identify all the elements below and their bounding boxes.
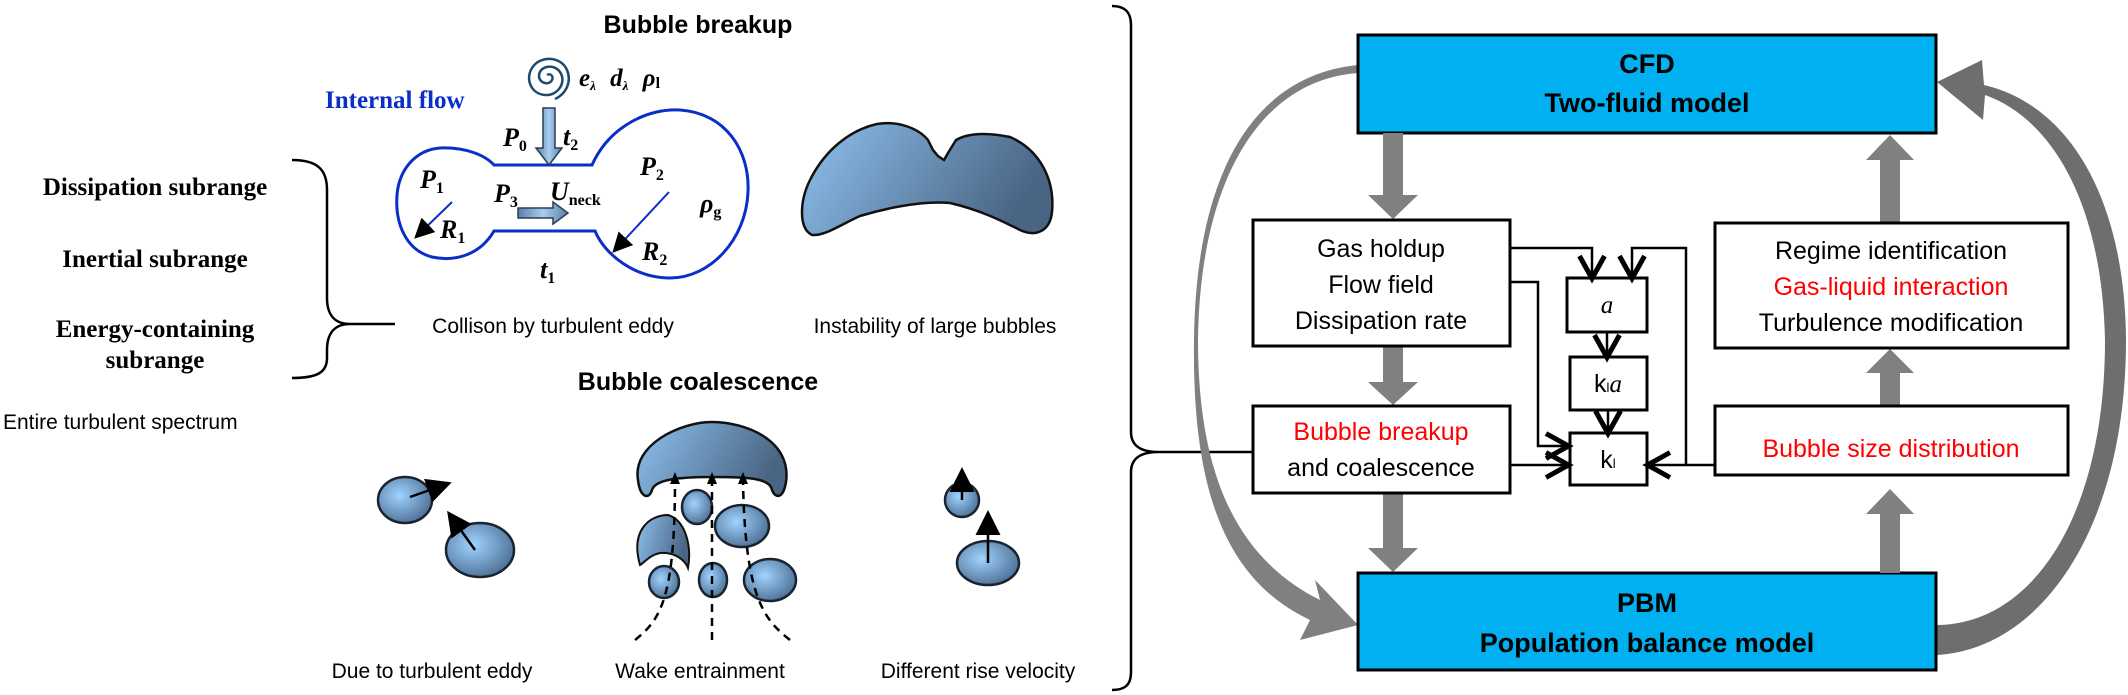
svg-text:R1: R1	[439, 215, 465, 247]
neck-labels: P0 t2 P1 P3 Uneck P2 ρg R1 R2 t1	[419, 122, 721, 287]
svg-text:t2: t2	[563, 122, 578, 154]
eddy-arrow-1	[409, 478, 452, 503]
breakup-caption-instability: Instability of large bubbles	[814, 315, 1057, 338]
subrange-inertial: Inertial subrange	[62, 246, 247, 273]
connector-lines	[1510, 246, 1715, 465]
arrow-breakup-to-pbm	[1368, 493, 1418, 572]
kla-label: kla	[1594, 370, 1622, 398]
wake-bubble-3	[647, 564, 681, 600]
svg-text:P1: P1	[419, 165, 444, 197]
closure-turbulence: Turbulence modification	[1759, 309, 2024, 337]
wake-cap-bubble-small	[636, 513, 691, 572]
pbm-box	[1356, 571, 1938, 672]
arrow-pbm-to-bsd	[1866, 489, 1914, 573]
subrange-brace	[291, 158, 395, 380]
svg-text:P2: P2	[639, 152, 664, 184]
eddy-impact-arrow	[534, 107, 564, 167]
arrow-cfd-to-outputs	[1368, 133, 1418, 219]
output-gas-holdup: Gas holdup	[1317, 235, 1445, 263]
subrange-energy-2: subrange	[106, 347, 205, 374]
wake-bubble-5	[742, 557, 798, 603]
svg-text:ρg: ρg	[699, 189, 721, 221]
eddy-spiral-icon	[527, 57, 571, 101]
radius-r2-arrow	[612, 191, 670, 253]
svg-text:P0: P0	[502, 123, 527, 155]
svg-text:Uneck: Uneck	[550, 177, 601, 209]
coalescence-title: Bubble coalescence	[578, 368, 818, 396]
wake-streamlines	[634, 479, 791, 641]
large-unstable-bubble	[800, 121, 1054, 237]
breakup-caption-collision: Collison by turbulent eddy	[432, 315, 674, 338]
turbulence-symbols: eλ dλ ρl	[579, 65, 661, 96]
wake-bubble-1	[680, 488, 714, 526]
eddy-bubble-2	[444, 521, 516, 579]
radius-r1-arrow	[414, 201, 453, 239]
cfd-box	[1356, 33, 1938, 135]
subrange-dissipation: Dissipation subrange	[43, 174, 267, 201]
arrow-outputs-to-breakup	[1368, 346, 1418, 405]
mechanism-brace	[1111, 4, 1253, 692]
right-loop-arrow	[1936, 60, 2126, 655]
closure-regime: Regime identification	[1775, 237, 2007, 265]
breaking-bubble-outline	[395, 108, 750, 280]
bsd-box	[1713, 404, 2070, 477]
interfacial-area-label: a	[1601, 292, 1614, 319]
svg-text:P3: P3	[493, 179, 518, 211]
pbm-title: PBM	[1617, 588, 1677, 618]
cfd-subtitle: Two-fluid model	[1545, 88, 1750, 118]
breakup-title: Bubble breakup	[604, 11, 793, 39]
arrow-closure-to-cfd	[1866, 135, 1914, 222]
subrange-energy: Energy-containing	[56, 316, 255, 343]
kl-label: kl	[1600, 446, 1616, 474]
breakup-box-line2: and coalescence	[1287, 454, 1475, 482]
output-dissipation-rate: Dissipation rate	[1295, 307, 1467, 335]
closure-box	[1713, 221, 2070, 350]
pbm-subtitle: Population balance model	[1480, 628, 1815, 658]
flow-arrows	[1368, 133, 1914, 573]
closure-gas-liquid: Gas-liquid interaction	[1774, 273, 2009, 301]
cfd-title: CFD	[1619, 49, 1675, 79]
kla-box	[1568, 355, 1649, 412]
subrange-labels: Dissipation subrange Inertial subrange E…	[43, 174, 267, 374]
neck-flow-arrow	[517, 200, 570, 226]
coalescence-caption-rise: Different rise velocity	[881, 660, 1076, 683]
eddy-arrow-2	[447, 510, 477, 551]
svg-text:R2: R2	[641, 237, 667, 269]
breakup-coalescence-box	[1251, 404, 1512, 495]
arrow-bsd-to-closure	[1866, 349, 1914, 405]
breakup-box-line1: Bubble breakup	[1293, 418, 1468, 446]
coalescence-caption-wake: Wake entrainment	[615, 660, 785, 683]
output-flow-field: Flow field	[1328, 271, 1434, 299]
left-loop-arrow	[1193, 65, 1358, 640]
wake-arrowheads	[670, 472, 748, 484]
wake-bubble-2	[713, 503, 771, 549]
coalescence-caption-eddy: Due to turbulent eddy	[332, 660, 533, 683]
entire-spectrum-label: Entire turbulent spectrum	[3, 411, 238, 434]
cfd-outputs-box	[1251, 218, 1512, 348]
internal-flow-label: Internal flow	[325, 87, 465, 114]
bsd-label: Bubble size distribution	[1762, 435, 2019, 463]
svg-text:t1: t1	[540, 255, 555, 287]
eddy-bubble-1	[376, 475, 434, 525]
